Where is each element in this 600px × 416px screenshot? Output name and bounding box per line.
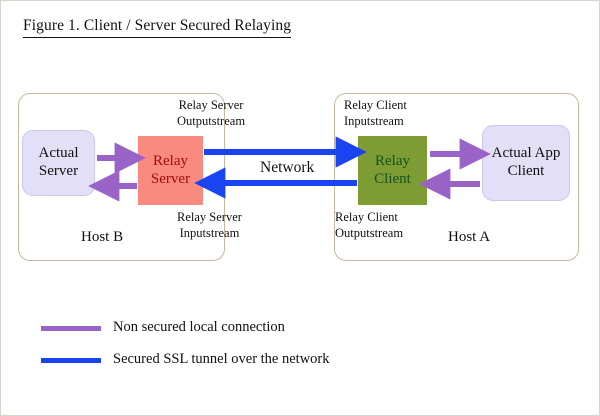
relay-server-label-line2: Server: [150, 170, 191, 187]
relay-server-label-line1: Relay: [153, 152, 188, 169]
relay-server-node: Relay Server: [138, 136, 203, 205]
relay-server-inputstream-line1: Relay Server: [177, 210, 242, 224]
relay-server-inputstream-line2: Inputstream: [179, 225, 240, 240]
host-a-container: [334, 93, 579, 261]
relay-server-outputstream-label: Relay Server Outputstream: [177, 98, 245, 129]
page-title: Figure 1. Client / Server Secured Relayi…: [23, 17, 292, 38]
relay-server-inputstream-label: Relay Server Inputstream: [177, 210, 242, 241]
host-b-label: Host B: [81, 229, 124, 245]
actual-app-client-label-line2: Client: [507, 163, 545, 179]
actual-server-label-line1: Actual: [38, 145, 79, 162]
relay-client-outputstream-line1: Relay Client: [335, 210, 398, 224]
actual-app-client-node: Actual App Client: [482, 125, 570, 201]
relay-client-outputstream-line2: Outputstream: [335, 225, 404, 240]
relay-client-inputstream-label: Relay Client Inputstream: [344, 98, 407, 129]
relay-client-inputstream-line2: Inputstream: [344, 113, 404, 128]
relay-client-label-line2: Client: [374, 170, 411, 187]
relay-server-outputstream-line2: Outputstream: [177, 113, 246, 128]
actual-server-label-line2: Server: [38, 163, 79, 179]
relay-server-outputstream-line1: Relay Server: [178, 98, 244, 112]
relay-client-label-line1: Relay: [375, 152, 410, 169]
network-label: Network: [256, 159, 319, 177]
relay-client-node: Relay Client: [358, 136, 427, 205]
relay-client-outputstream-label: Relay Client Outputstream: [335, 210, 403, 241]
actual-server-node: Actual Server: [22, 130, 95, 196]
host-a-label: Host A: [448, 229, 491, 245]
relay-client-inputstream-line1: Relay Client: [344, 98, 407, 112]
actual-app-client-label-line1: Actual App: [491, 145, 561, 162]
